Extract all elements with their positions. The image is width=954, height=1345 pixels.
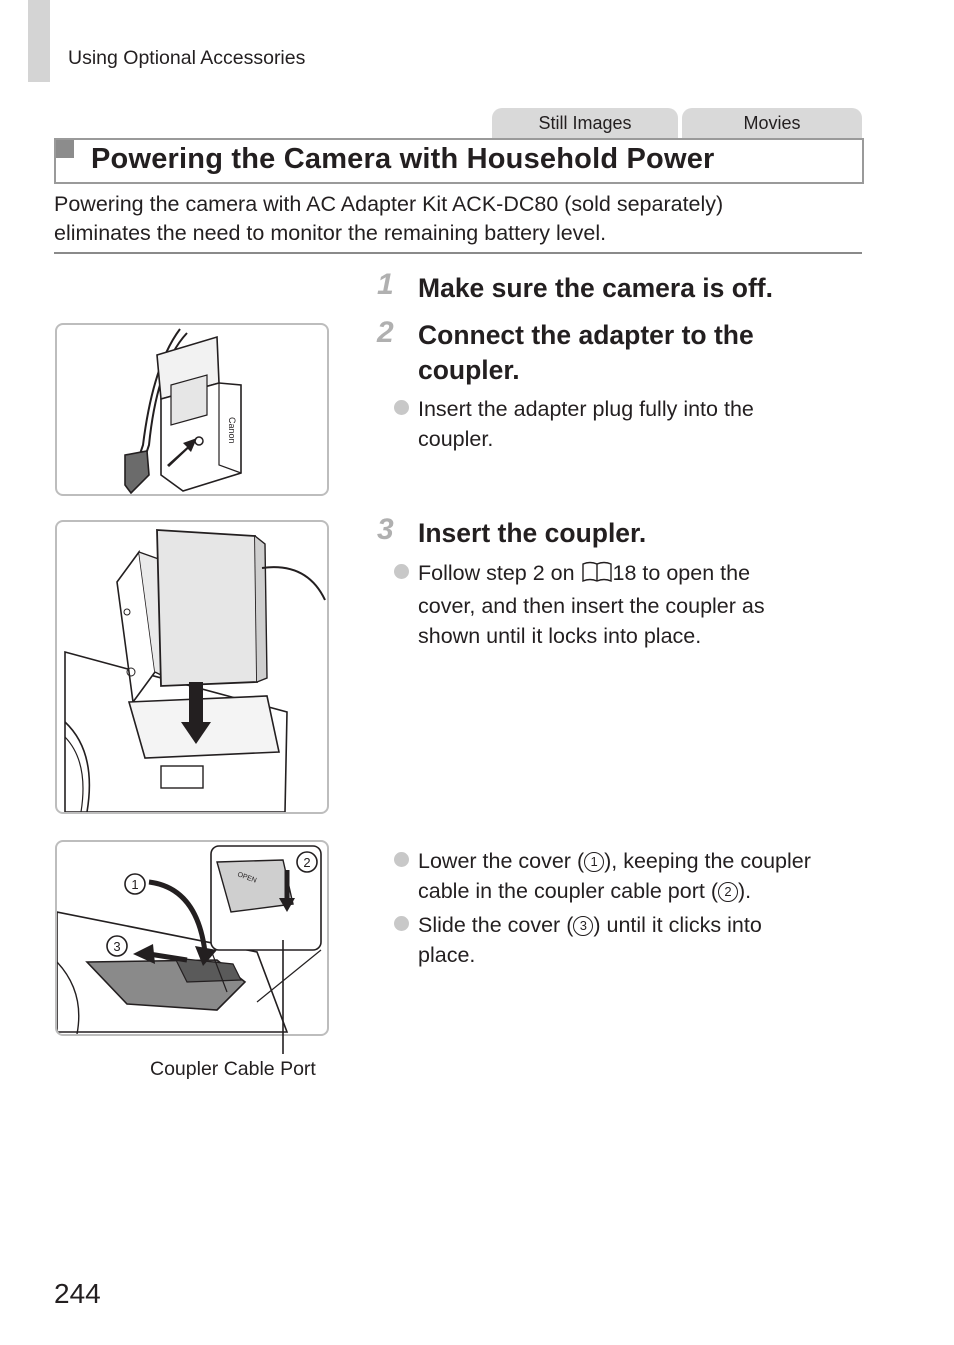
bullet-fragment: to open the bbox=[636, 561, 751, 585]
figure-adapter-coupler: Canon bbox=[55, 323, 329, 496]
section-title-box bbox=[54, 138, 864, 184]
callout-number: 2 bbox=[717, 882, 738, 902]
title-marker bbox=[56, 140, 74, 158]
bullet-dot bbox=[394, 916, 409, 931]
step-title: Connect the adapter to the coupler. bbox=[418, 318, 754, 388]
bullet-line: cover, and then insert the coupler as bbox=[418, 594, 765, 618]
step-number: 2 bbox=[377, 316, 394, 349]
coupler-illustration: Canon bbox=[124, 328, 242, 494]
bullet-text: Follow step 2 on 18 to open the cover, a… bbox=[418, 558, 765, 651]
section-title: Powering the Camera with Household Power bbox=[91, 143, 715, 175]
bullet-fragment: ). bbox=[737, 879, 752, 903]
running-head: Using Optional Accessories bbox=[68, 47, 306, 69]
intro-line: eliminates the need to monitor the remai… bbox=[54, 221, 607, 245]
step-title: Make sure the camera is off. bbox=[418, 273, 773, 303]
step-title-line: coupler. bbox=[418, 355, 520, 385]
callout-2: 2 bbox=[303, 855, 310, 870]
bullet-dot bbox=[394, 852, 409, 867]
step-number: 3 bbox=[377, 513, 394, 546]
bullet-fragment: Follow step 2 on bbox=[418, 561, 581, 585]
bullet-line: Follow step 2 on 18 to open the bbox=[418, 558, 765, 591]
bullet-fragment: ), keeping the coupler bbox=[604, 849, 811, 873]
intro-text: Powering the camera with AC Adapter Kit … bbox=[54, 190, 854, 248]
bullet-line: coupler. bbox=[418, 427, 494, 451]
callout-number: 1 bbox=[584, 852, 605, 872]
bullet-line: shown until it locks into place. bbox=[418, 624, 702, 648]
bullet-line: place. bbox=[418, 943, 476, 967]
step-number: 1 bbox=[377, 268, 394, 301]
figure-insert-coupler bbox=[55, 520, 329, 814]
caption-leader-line bbox=[282, 940, 284, 1054]
bullet-line: Insert the adapter plug fully into the bbox=[418, 397, 754, 421]
tab-still-images: Still Images bbox=[492, 108, 678, 138]
bullet-text: Slide the cover (3) until it clicks into… bbox=[418, 910, 762, 970]
cover-illustration: 1 3 OPEN 2 bbox=[57, 845, 322, 1034]
bullet-line: Lower the cover (1), keeping the coupler bbox=[418, 846, 811, 876]
side-tab-marker bbox=[28, 0, 50, 82]
logo-text: Canon bbox=[227, 417, 237, 444]
bullet-fragment: Slide the cover ( bbox=[418, 913, 574, 937]
intro-line: Powering the camera with AC Adapter Kit … bbox=[54, 192, 724, 216]
callout-3: 3 bbox=[113, 939, 120, 954]
bullet-dot bbox=[394, 400, 409, 415]
bullet-fragment: cable in the coupler cable port ( bbox=[418, 879, 718, 903]
bullet-fragment: Lower the cover ( bbox=[418, 849, 585, 873]
bullet-line: cable in the coupler cable port (2). bbox=[418, 876, 811, 906]
bullet-line: Slide the cover (3) until it clicks into bbox=[418, 910, 762, 940]
step-title-line: Connect the adapter to the bbox=[418, 320, 754, 350]
bullet-dot bbox=[394, 564, 409, 579]
page-number: 244 bbox=[54, 1278, 101, 1309]
callout-number: 3 bbox=[573, 916, 594, 936]
divider bbox=[54, 252, 862, 254]
bullet-fragment: ) until it clicks into bbox=[593, 913, 762, 937]
bullet-text: Lower the cover (1), keeping the coupler… bbox=[418, 846, 811, 906]
step-title: Insert the coupler. bbox=[418, 518, 647, 548]
figure-caption: Coupler Cable Port bbox=[150, 1058, 316, 1080]
book-icon bbox=[581, 561, 613, 591]
camera-illustration bbox=[64, 529, 326, 812]
bullet-text: Insert the adapter plug fully into the c… bbox=[418, 394, 754, 454]
tab-movies: Movies bbox=[682, 108, 862, 138]
page-reference[interactable]: 18 bbox=[612, 561, 637, 585]
callout-1: 1 bbox=[131, 877, 138, 892]
